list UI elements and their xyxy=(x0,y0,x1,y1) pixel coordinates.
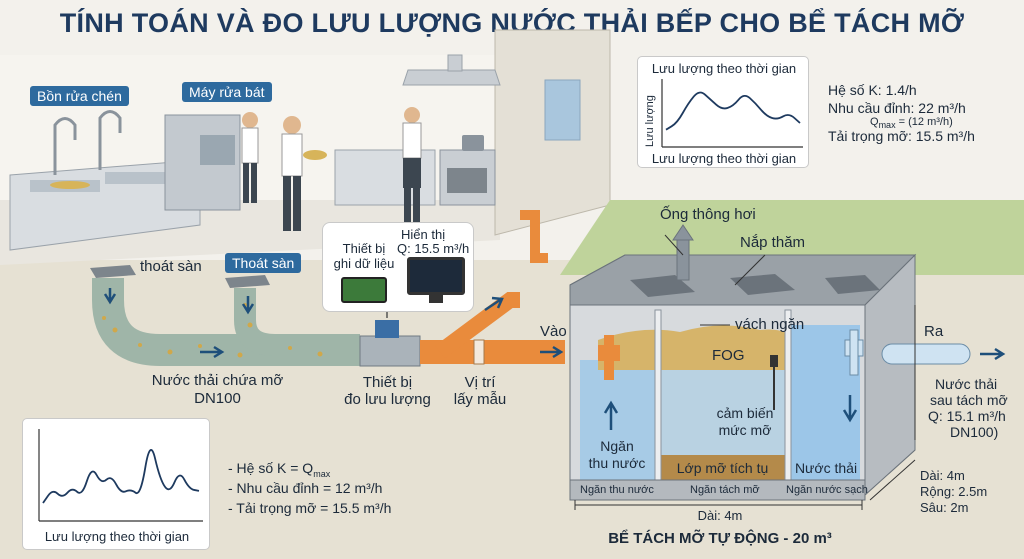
floor-drain-label-1: thoát sàn xyxy=(140,258,202,275)
device-panel: Thiết bị ghi dữ liệu Hiển thị Q: 15.5 m³… xyxy=(322,222,474,312)
wastewater-label: Nước thải chứa mỡ xyxy=(151,372,284,389)
top-chart-ylabel: Lưu lượng xyxy=(644,95,656,147)
sampling-point xyxy=(473,339,485,365)
dishwasher-tag: Máy rửa bát xyxy=(182,82,272,102)
grease-layer-label: Lớp mỡ tích tụ xyxy=(676,460,769,476)
sink-tag: Bồn rửa chén xyxy=(30,86,129,106)
length-label: Dài: 4m xyxy=(697,508,743,523)
bottom-peak-stat: - Nhu cầu đỉnh = 12 m³/h xyxy=(228,480,383,496)
baffle-1 xyxy=(654,309,662,481)
flow-arrow-up-right xyxy=(484,296,504,312)
flow-arrow-right-2 xyxy=(540,345,564,359)
top-chart-title: Lưu lượng theo thời gian xyxy=(651,61,797,76)
grease-in-sink xyxy=(50,181,90,189)
tank-wastewater-label: Nước thải xyxy=(794,460,858,476)
manhole-2 xyxy=(730,274,795,295)
building-window xyxy=(544,79,581,141)
tank-caption: BỂ TÁCH MỠ TỰ ĐỘNG - 20 m³ xyxy=(608,530,832,547)
inlet-chamber-water xyxy=(580,360,655,480)
inlet-label: Vào xyxy=(540,323,567,340)
width-dim-line xyxy=(869,459,916,501)
floor-drain-2 xyxy=(225,275,270,288)
bottom-chart-panel: Lưu lượng theo thời gian xyxy=(22,418,210,550)
data-logger-icon xyxy=(341,277,387,303)
outlet-text-3: Q: 15.1 m³/h xyxy=(928,408,1006,424)
bottom-label-clean: Ngăn nước sạch xyxy=(786,484,868,496)
fog-layer xyxy=(598,325,790,370)
flow-meter-head xyxy=(375,320,399,338)
faucet-1 xyxy=(53,117,77,175)
dim-width: Rộng: 2.5m xyxy=(920,484,988,499)
inlet-chamber-label: Ngăn thu nước xyxy=(588,438,646,471)
flow-arrow-right-3 xyxy=(980,347,1006,361)
bottom-k-stat: - Hệ số K = Qmax xyxy=(228,460,331,479)
cooking-pot xyxy=(462,135,484,151)
flow-arrow-right-1 xyxy=(200,345,225,359)
outlet-label: Ra xyxy=(924,323,944,340)
flow-meter-label: Thiết bị đo lưu lượng xyxy=(344,374,431,408)
top-chart-plot xyxy=(661,79,803,148)
flow-arrow-up-tank xyxy=(603,400,619,430)
bottom-label-separation: Ngăn tách mỡ xyxy=(690,484,760,496)
flow-meter xyxy=(359,335,421,367)
grease-accumulation-layer xyxy=(660,455,785,480)
k-factor-stat: Hệ số K: 1.4/h xyxy=(828,82,917,98)
top-chart-series-line xyxy=(665,91,801,131)
bottom-chart-plot xyxy=(38,429,203,522)
drain-pipe-1 xyxy=(92,278,360,366)
baffle-label: vách ngăn xyxy=(735,316,805,333)
outlet-text-1: Nước thải xyxy=(935,376,998,392)
roof-downpipe xyxy=(520,210,548,263)
top-chart-xlabel: Lưu lượng theo thời gian xyxy=(651,151,797,166)
cook-2 xyxy=(281,116,327,231)
bottom-label-inlet: Ngăn thu nước xyxy=(580,484,654,496)
grease-load-stat: Tải trọng mỡ: 15.5 m³/h xyxy=(828,128,975,144)
outlet-pipe xyxy=(881,343,971,365)
outlet-text-2: sau tách mỡ xyxy=(930,392,1008,408)
bottom-chart-xlabel: Lưu lượng theo thời gian xyxy=(44,529,190,544)
grease-tank xyxy=(569,224,917,501)
cook-1 xyxy=(241,112,259,203)
outlet-text-4: DN100) xyxy=(950,424,999,440)
dim-length: Dài: 4m xyxy=(920,468,965,483)
bottom-chart-series-line xyxy=(42,449,200,504)
vent-label: Ống thông hơi xyxy=(660,206,756,223)
manhole-3 xyxy=(825,275,880,294)
flow-arrow-down-tank xyxy=(842,395,858,423)
flow-arrow-down-1 xyxy=(103,288,117,305)
orange-riser xyxy=(435,292,520,359)
cook-3 xyxy=(402,107,422,238)
sensor-label: cảm biến mức mỡ xyxy=(716,405,774,438)
display-label: Hiển thị xyxy=(401,227,446,242)
top-chart-panel: Lưu lượng theo thời gian Lưu lượng Lưu l… xyxy=(637,56,809,168)
pipe-diameter-label: DN100 xyxy=(194,390,241,407)
sampling-label: Vị trí lấy mẫu xyxy=(453,374,507,408)
vent-pipe xyxy=(676,239,690,281)
logger-label: Thiết bị ghi dữ liệu xyxy=(333,241,395,271)
dim-depth: Sâu: 2m xyxy=(920,500,969,515)
display-value: Q: 15.5 m³/h xyxy=(397,241,470,256)
fog-label: FOG xyxy=(712,347,745,364)
manhole-label: Nắp thăm xyxy=(740,234,806,251)
monitor-icon xyxy=(407,257,465,295)
peak-demand-stat: Nhu cầu đỉnh: 22 m³/h xyxy=(828,100,966,116)
qmax-stat: Qmax = (12 m³/h) xyxy=(870,116,953,131)
drain-pipe-2 xyxy=(234,288,276,356)
floor-drain-tag-2: Thoát sàn xyxy=(225,253,302,273)
faucet-2 xyxy=(98,110,122,170)
flow-arrow-down-2 xyxy=(241,296,255,315)
baffle-2 xyxy=(784,309,792,481)
range-hood xyxy=(402,69,501,86)
floor-drain-1 xyxy=(90,265,136,278)
outlet-tee xyxy=(849,329,859,376)
bottom-grease-stat: - Tải trọng mỡ = 15.5 m³/h xyxy=(228,500,392,516)
